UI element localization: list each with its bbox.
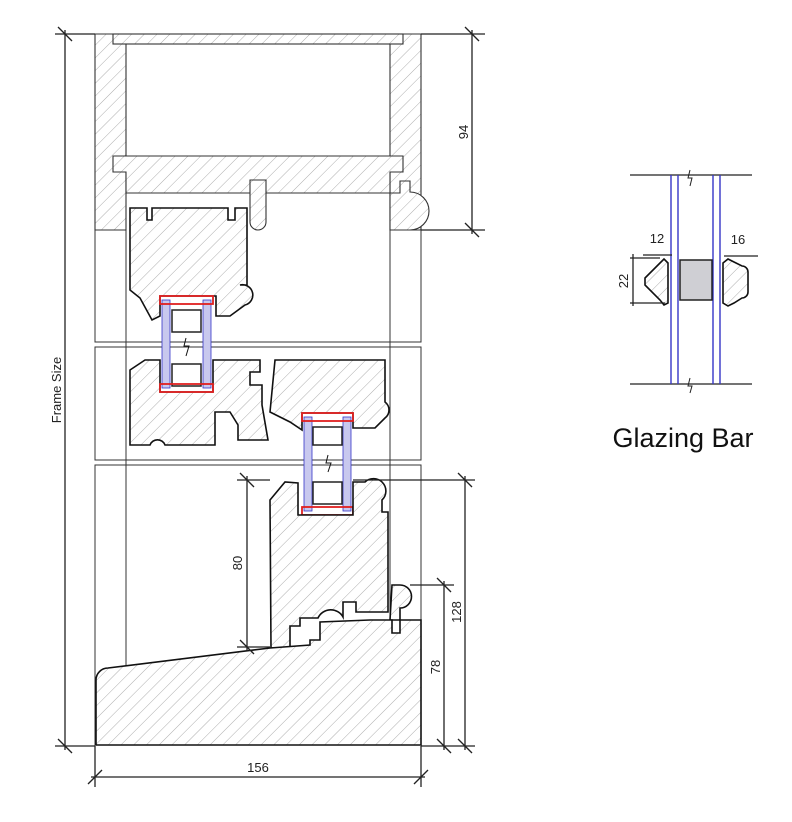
frame-size-label: Frame Size <box>49 357 64 423</box>
glazing-bar-caption: Glazing Bar <box>612 423 753 453</box>
head-dimension-label: 94 <box>456 125 471 139</box>
dimension-78: 78 <box>410 577 454 754</box>
bead-width-right-label: 16 <box>731 232 745 247</box>
sill-height-label: 78 <box>428 660 443 674</box>
frame-depth-label: 156 <box>247 760 269 775</box>
dimension-156: 156 <box>87 746 429 787</box>
sash-dimension-label: 80 <box>230 556 245 570</box>
dimension-head: 94 <box>421 26 485 238</box>
glazing-bar-spacer <box>679 259 713 301</box>
glazing-bar-detail: 12 16 22 <box>616 169 758 394</box>
sill-profile <box>95 584 422 746</box>
dimension-sash: 80 <box>230 472 270 655</box>
bead-width-left-label: 12 <box>650 231 664 246</box>
upper-glazing-unit <box>159 295 214 393</box>
upper-sash-profile <box>129 207 390 446</box>
lower-glazing-unit <box>301 412 354 516</box>
bead-height-label: 22 <box>616 274 631 288</box>
right-bead <box>722 258 749 307</box>
sill-total-label: 128 <box>449 601 464 623</box>
head-frame <box>94 33 430 231</box>
left-bead <box>644 257 669 307</box>
dimension-128: 128 <box>353 472 475 754</box>
dimension-frame-size: Frame Size <box>49 26 95 754</box>
